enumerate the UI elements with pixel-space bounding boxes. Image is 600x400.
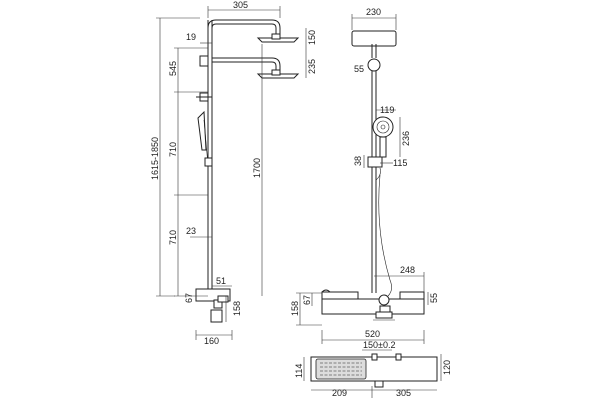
dim-19-label: 19 bbox=[186, 32, 196, 42]
dim-120-label: 120 bbox=[442, 360, 452, 375]
dim-520-label: 520 bbox=[365, 329, 380, 339]
dim-230-label: 230 bbox=[366, 7, 381, 17]
slider-side bbox=[204, 157, 213, 167]
tray-plan bbox=[315, 358, 367, 380]
plan-view: 114 120 209 305 bbox=[294, 353, 452, 398]
hand-shower-ring bbox=[376, 120, 390, 134]
shower-arm-lower-inner bbox=[212, 61, 277, 72]
shelf-lip bbox=[321, 289, 331, 293]
tray-slots bbox=[320, 362, 362, 376]
hose-front bbox=[378, 174, 392, 297]
valve-handle-side bbox=[217, 295, 229, 303]
dim-1700-label: 1700 bbox=[252, 158, 262, 178]
shower-arm-top bbox=[207, 19, 281, 36]
dim-158f-label: 158 bbox=[290, 301, 300, 316]
hand-shower-grip bbox=[379, 136, 387, 158]
mixer-body-front bbox=[321, 298, 425, 315]
dim-67f-label: 67 bbox=[302, 295, 312, 305]
mixer-knob-front bbox=[378, 294, 390, 306]
hand-shower-center bbox=[380, 124, 386, 130]
shower-head-lower bbox=[256, 73, 300, 79]
shelf-left bbox=[321, 291, 359, 300]
dim-248-label: 248 bbox=[400, 265, 415, 275]
dim-55-label: 55 bbox=[354, 64, 364, 74]
hand-shower-face bbox=[372, 116, 394, 138]
shower-arm-lower bbox=[212, 57, 281, 72]
dim-160-label: 160 bbox=[204, 336, 219, 346]
dim-114-label: 114 bbox=[294, 364, 304, 378]
wall-bracket-upper bbox=[199, 55, 209, 67]
dim-55f-label: 55 bbox=[429, 293, 439, 303]
dim-38-label: 38 bbox=[353, 156, 363, 166]
dim-range-label: 1615-1850 bbox=[150, 137, 160, 180]
head-connector-lower bbox=[271, 69, 281, 76]
arm-clip-front bbox=[367, 58, 381, 72]
spout-plan bbox=[374, 380, 384, 388]
head-connector-top bbox=[271, 33, 281, 40]
dim-150-label: 150 bbox=[307, 30, 317, 45]
shower-arm-top-inner bbox=[211, 23, 277, 36]
dim-710a-label: 710 bbox=[168, 142, 178, 157]
dim-150c-label: 150±0.2 bbox=[363, 340, 395, 350]
slider-front bbox=[367, 156, 383, 168]
side-view: 305 19 150 235 545 710 710 1615-1850 170… bbox=[150, 0, 317, 346]
dim-305p-label: 305 bbox=[396, 388, 411, 398]
front-view: 230 55 119 236 38 115 248 158 67 55 520 … bbox=[290, 7, 439, 351]
spout-front bbox=[375, 311, 393, 319]
dim-51-label: 51 bbox=[216, 276, 226, 286]
dim-23-label: 23 bbox=[186, 226, 196, 236]
dim-119-label: 119 bbox=[380, 105, 394, 115]
dim-710b-label: 710 bbox=[168, 230, 178, 245]
shower-head-top bbox=[256, 37, 300, 43]
dim-67-label: 67 bbox=[184, 293, 194, 303]
riser-plan bbox=[371, 353, 378, 361]
riser-plan-2 bbox=[395, 353, 402, 361]
dim-545-label: 545 bbox=[168, 61, 178, 76]
dim-115-label: 115 bbox=[393, 158, 407, 168]
dim-236-label: 236 bbox=[401, 131, 411, 146]
spout-side bbox=[210, 309, 223, 323]
dim-158-label: 158 bbox=[232, 301, 242, 316]
dim-235-label: 235 bbox=[307, 59, 317, 74]
dim-209-label: 209 bbox=[332, 388, 347, 398]
shower-head-front bbox=[351, 30, 397, 47]
dim-305-label: 305 bbox=[233, 0, 248, 10]
